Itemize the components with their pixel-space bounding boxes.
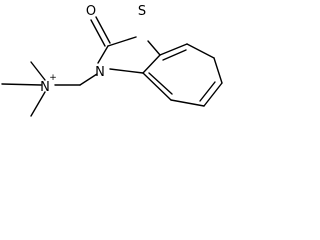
bond-carbonyl-1 [90,19,106,47]
bond-c3a-n [109,68,144,74]
atom-ammonium-charge-label: + [49,73,57,83]
bond-n-c2 [97,45,109,64]
bond-benz-4 [203,82,223,107]
atom-oxygen-label: O [86,4,96,19]
bond-benz-6 [142,72,172,101]
atoms-group: O S N N + [40,4,146,95]
bond-methyl-top [30,61,46,81]
bond-benz-5 [170,99,205,107]
bond-c2-s [107,36,137,47]
bond-benz-1 [159,43,188,56]
bond-methyl-left [1,83,42,86]
atom-sulfur-label: S [138,4,146,19]
atom-ammonium-nitrogen-label: N [40,80,50,95]
bond-benz-inner-1 [162,49,187,61]
bond-c7a-c3a [142,54,161,74]
bond-methyl-bottom [30,91,46,117]
atom-nitrogen-label: N [95,65,105,80]
bond-carbonyl-2 [95,16,111,44]
molecule-diagram: O S N N + [1,4,223,117]
bond-ch2-n [79,73,98,86]
bond-benz-3 [213,57,223,84]
bond-benz-2 [186,43,215,59]
bond-s-c7a [147,40,161,56]
bond-benz-inner-3 [148,72,173,95]
bond-benz-inner-2 [199,81,216,102]
bonds-group [1,16,223,117]
chemical-structure-canvas: O S N N + [0,0,232,126]
